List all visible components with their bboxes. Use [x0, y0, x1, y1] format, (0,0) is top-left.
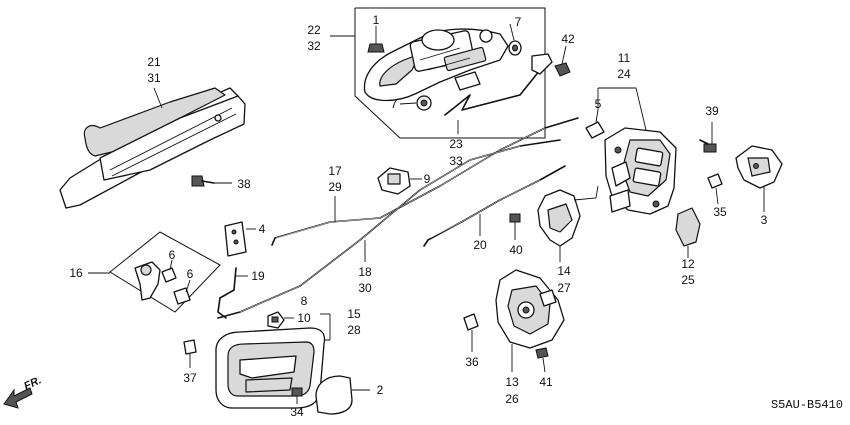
front-direction-arrow: FR. — [3, 374, 43, 409]
label-36: 36 — [465, 355, 479, 369]
protector-4 — [224, 221, 256, 257]
label-7b: 7 — [391, 97, 398, 111]
label-1: 1 — [373, 13, 380, 27]
label-8: 8 — [301, 294, 308, 308]
clip-5 — [585, 109, 605, 139]
outside-door-handle — [363, 28, 509, 102]
outside-handle-rod — [444, 53, 553, 134]
label-6b: 6 — [187, 267, 194, 281]
label-42: 42 — [561, 32, 575, 46]
inside-handle-bezel — [215, 327, 326, 409]
bushing-6a — [161, 259, 177, 283]
lock-knob-16 — [134, 261, 161, 301]
bushing-6b — [173, 279, 191, 305]
screw-41 — [535, 347, 549, 373]
label-37: 37 — [183, 371, 197, 385]
label-6a: 6 — [169, 248, 176, 262]
label-34: 34 — [290, 405, 304, 419]
label-5: 5 — [595, 97, 602, 111]
label-18: 18 — [358, 265, 372, 279]
label-11: 11 — [618, 51, 631, 65]
label-41: 41 — [539, 375, 553, 389]
label-16: 16 — [69, 266, 83, 280]
lock-rod-18 — [217, 139, 561, 319]
label-20: 20 — [473, 238, 487, 252]
label-38: 38 — [237, 177, 251, 191]
label-19: 19 — [251, 269, 265, 283]
screw-38 — [191, 175, 232, 187]
screw-cover-2 — [315, 375, 370, 415]
outside-handle-group-frame — [330, 7, 546, 139]
label-13: 13 — [505, 375, 519, 389]
handle-pad-7a — [508, 40, 522, 56]
label-30: 30 — [358, 281, 372, 295]
direction-label: FR. — [22, 374, 43, 392]
striker-3 — [735, 145, 783, 212]
rod-20 — [423, 165, 566, 247]
label-10: 10 — [297, 311, 311, 325]
washer-35 — [707, 173, 723, 205]
rod-clip-8 — [267, 311, 294, 329]
label-32: 32 — [307, 39, 321, 53]
rod-clip-9 — [377, 167, 422, 195]
latch-protector-14 — [537, 185, 599, 262]
label-25: 25 — [681, 273, 695, 287]
label-22: 22 — [307, 23, 321, 37]
label-3: 3 — [761, 213, 768, 227]
label-24: 24 — [617, 67, 631, 81]
label-2: 2 — [377, 383, 384, 397]
label-35: 35 — [713, 205, 727, 219]
label-23: 23 — [449, 137, 463, 151]
screw-39 — [699, 122, 717, 153]
label-9: 9 — [424, 172, 431, 186]
label-14: 14 — [557, 264, 571, 278]
handle-nut-1 — [367, 26, 385, 53]
label-7a: 7 — [515, 15, 522, 29]
shim-12 — [675, 207, 701, 258]
label-29: 29 — [328, 180, 342, 194]
label-15: 15 — [347, 307, 361, 321]
clip-37 — [183, 339, 197, 368]
label-21: 21 — [147, 55, 161, 69]
inside-handle-frame — [59, 87, 246, 209]
label-17: 17 — [328, 164, 342, 178]
diagram-code: S5AU-B5410 — [771, 398, 843, 412]
label-12: 12 — [681, 257, 695, 271]
label-33: 33 — [449, 154, 463, 168]
label-4: 4 — [259, 222, 266, 236]
door-lock-assembly — [597, 87, 677, 215]
handle-pad-7b — [416, 95, 432, 111]
clip-36 — [463, 313, 479, 352]
part-labels: 1 2 3 4 5 6 6 7 7 8 9 10 11 12 13 14 15 … — [69, 13, 767, 419]
rear-latch-assembly — [495, 269, 565, 372]
nut-42 — [554, 45, 571, 77]
screw-40 — [509, 213, 521, 240]
label-40: 40 — [509, 243, 523, 257]
screw-34 — [291, 387, 303, 404]
label-31: 31 — [147, 71, 161, 85]
label-39: 39 — [705, 104, 719, 118]
label-26: 26 — [505, 392, 519, 406]
lock-knob-kit-frame — [88, 231, 221, 313]
label-27: 27 — [557, 281, 571, 295]
inside-handle-rod-17 — [271, 117, 579, 246]
label-28: 28 — [347, 323, 361, 337]
lock-cable-19 — [217, 267, 248, 319]
